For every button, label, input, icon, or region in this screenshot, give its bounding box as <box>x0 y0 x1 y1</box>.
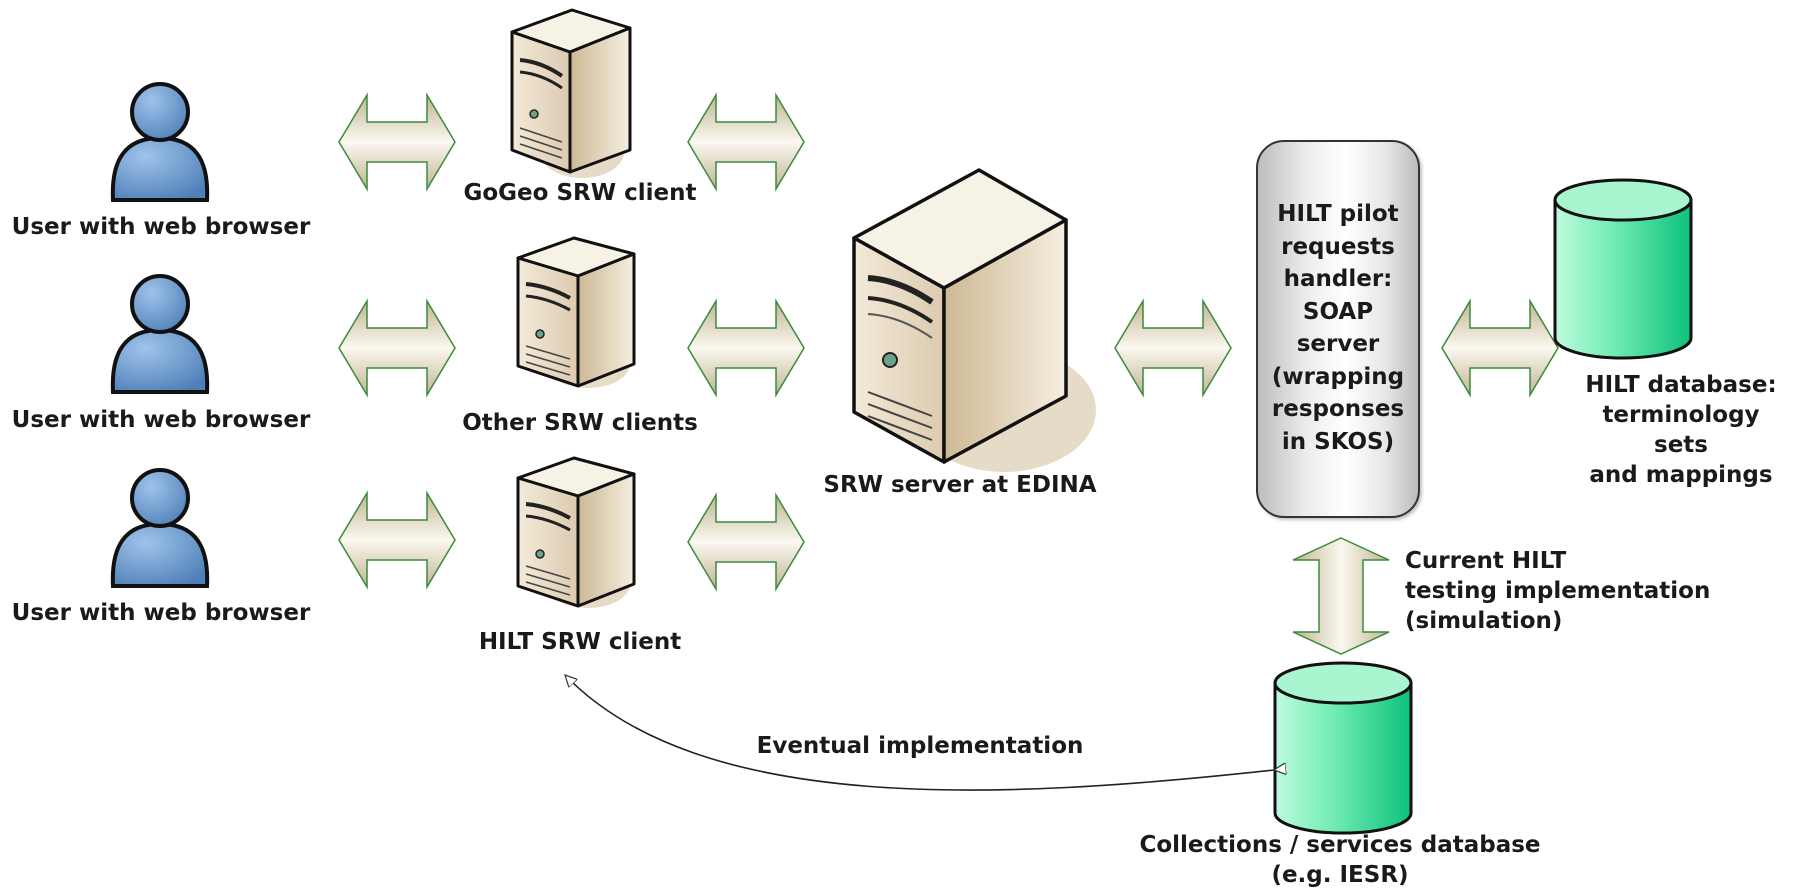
handler-text-line: in SKOS) <box>1281 428 1395 455</box>
testing-note-line: testing implementation <box>1405 578 1711 604</box>
collections-database-label-line: Collections / services database <box>1139 832 1541 858</box>
user-label: User with web browser <box>11 407 311 433</box>
handler-text-line: server <box>1296 331 1380 357</box>
hilt-database-label: HILT database: terminology sets and mapp… <box>1568 370 1794 490</box>
double-arrow <box>338 298 456 398</box>
client-server-icon <box>510 8 632 178</box>
handler-text-line: requests <box>1281 233 1395 260</box>
double-arrow <box>687 492 805 592</box>
user-icon <box>110 274 210 394</box>
double-arrow <box>338 490 456 590</box>
user-icon <box>110 468 210 588</box>
testing-note-line: Current HILT <box>1405 548 1567 574</box>
hilt-requests-handler-box: HILT pilot requests handler: SOAP server… <box>1256 140 1420 518</box>
handler-text-line: responses <box>1271 396 1405 422</box>
hilt-database-label-line: terminology <box>1602 402 1760 428</box>
collections-database-label: Collections / services database (e.g. IE… <box>1100 830 1580 890</box>
eventual-implementation-label: Eventual implementation <box>756 733 1084 759</box>
vertical-double-arrow <box>1292 537 1390 655</box>
user-label: User with web browser <box>11 214 311 240</box>
srw-server-icon <box>852 168 1096 472</box>
user-label: User with web browser <box>11 600 311 626</box>
double-arrow <box>338 92 456 192</box>
handler-text-line: HILT pilot <box>1277 201 1399 227</box>
user-icon <box>110 82 210 202</box>
client-server-icon <box>516 456 636 608</box>
testing-note-line: (simulation) <box>1405 608 1563 634</box>
double-arrow <box>1114 298 1232 398</box>
srw-server-label: SRW server at EDINA <box>823 472 1097 498</box>
client-label: HILT SRW client <box>478 629 682 655</box>
client-label: GoGeo SRW client <box>463 180 697 206</box>
handler-text-line: handler: <box>1283 266 1393 292</box>
hilt-database-icon <box>1553 178 1693 360</box>
collections-database-label-line: (e.g. IESR) <box>1271 862 1409 888</box>
eventual-implementation-connector <box>565 675 1274 791</box>
double-arrow <box>1441 298 1559 398</box>
client-label: Other SRW clients <box>462 410 698 436</box>
hilt-database-label-line: sets <box>1654 432 1708 458</box>
double-arrow <box>687 298 805 398</box>
hilt-database-label-line: HILT database: <box>1585 372 1777 398</box>
testing-implementation-note: Current HILT testing implementation (sim… <box>1405 546 1710 636</box>
client-server-icon <box>516 236 636 388</box>
handler-text-line: SOAP <box>1302 298 1374 325</box>
hilt-database-label-line: and mappings <box>1589 462 1773 488</box>
collections-database-icon <box>1273 661 1413 835</box>
handler-text-line: (wrapping <box>1271 363 1405 390</box>
double-arrow <box>687 92 805 192</box>
